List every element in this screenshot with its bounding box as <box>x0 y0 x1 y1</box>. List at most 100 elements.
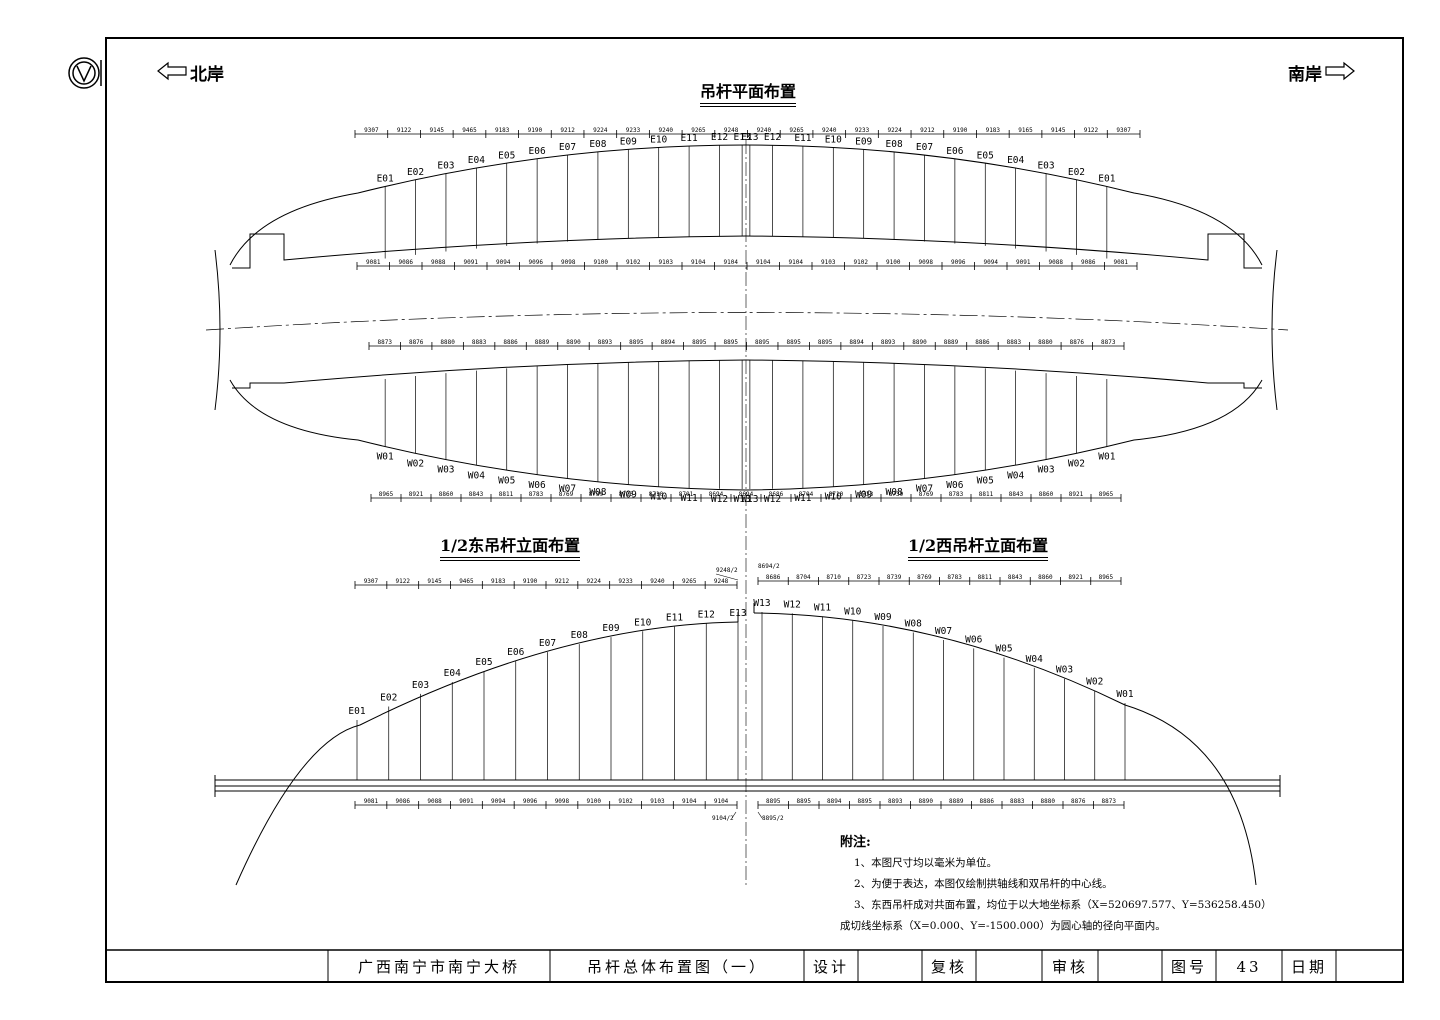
plan-mid-dim-value: 9086 <box>399 259 414 266</box>
hanger-label-east: E03 <box>1037 161 1054 172</box>
plan-top-dim-value: 9212 <box>560 127 575 134</box>
elev-top-w-dim-value: 8860 <box>1038 574 1053 581</box>
hanger-label-west: W07 <box>559 484 576 495</box>
plan-mid-dim-value: 9081 <box>366 259 381 266</box>
hanger-label-east: E12 <box>711 132 728 143</box>
elev-top-w-dim-value: 8921 <box>1068 574 1083 581</box>
elev-bot-e-dim-value: 9088 <box>427 798 442 805</box>
plan-w2-dim-value: 8769 <box>919 491 934 498</box>
hanger-label-west: W11 <box>814 602 831 613</box>
south-shore-label: 南岸 <box>1288 65 1322 85</box>
hanger-label-west: W11 <box>681 493 698 504</box>
hanger-label-west: W09 <box>620 489 637 500</box>
plan-w2-dim-value: 8860 <box>439 491 454 498</box>
hanger-label-west: W05 <box>995 644 1012 655</box>
plan-top-dim-value: 9465 <box>462 127 477 134</box>
plan-w2-dim-value: 8811 <box>979 491 994 498</box>
plan-top-dim-value: 9212 <box>920 127 935 134</box>
east-elevation-title: 1/2东吊杆立面布置 <box>440 532 581 561</box>
hanger-label-west: W02 <box>1086 676 1103 687</box>
elev-top-e-dim-value: 9183 <box>491 578 506 585</box>
plan-mid-dim-value: 9096 <box>529 259 544 266</box>
elev-bot-e-dim-value: 9103 <box>650 798 665 805</box>
elev-bot-w-dim-value: 8886 <box>980 798 995 805</box>
plan-w2-dim-value: 8921 <box>409 491 424 498</box>
hanger-label-east: E03 <box>437 161 454 172</box>
note-item: 2、为便于表达，本图仅绘制拱轴线和双吊杆的中心线。 <box>854 878 1113 890</box>
elev-bot-e-dim-value: 9094 <box>491 798 506 805</box>
elev-top-w-dim-value: 8686 <box>766 574 781 581</box>
design-label: 设计 <box>812 958 849 976</box>
plan-w1-dim-value: 8893 <box>598 339 613 346</box>
plan-top-dim-value: 9165 <box>1018 127 1033 134</box>
plan-top-dim-value: 9248 <box>724 127 739 134</box>
hanger-label-east: E01 <box>348 706 365 717</box>
hanger-label-west: W13 <box>734 494 751 505</box>
hanger-label-west: W02 <box>407 458 424 469</box>
hanger-label-west: W10 <box>650 492 667 503</box>
plan-w1-dim-value: 8876 <box>409 339 424 346</box>
plan-w1-dim-value: 8880 <box>1038 339 1053 346</box>
elev-bot-w-dim-value: 8890 <box>919 798 934 805</box>
plan-w2-dim-value: 8965 <box>1099 491 1114 498</box>
drawing-frame <box>105 37 1404 983</box>
drawing-no-label: 图号 <box>1170 958 1207 976</box>
elev-top-e-dim-value: 9307 <box>364 578 379 585</box>
elev-bot-w-dim-value: 8873 <box>1102 798 1117 805</box>
hanger-label-east: E12 <box>764 132 781 143</box>
plan-mid-dim-value: 9091 <box>1016 259 1031 266</box>
hanger-label-east: E01 <box>1098 174 1115 185</box>
hanger-label-west: W08 <box>589 487 606 498</box>
plan-top-dim-value: 9145 <box>430 127 445 134</box>
elev-top-w-dim-value: 8783 <box>947 574 962 581</box>
plan-w1-dim-value: 8890 <box>566 339 581 346</box>
hanger-label-east: E12 <box>698 609 715 620</box>
hanger-label-west: W06 <box>529 480 546 491</box>
elev-top-w-dim-value: 8843 <box>1008 574 1023 581</box>
plan-w1-dim-value: 8883 <box>1007 339 1022 346</box>
plan-w1-dim-value: 8895 <box>724 339 739 346</box>
plan-w1-dim-value: 8894 <box>661 339 676 346</box>
plan-top-dim-value: 9183 <box>495 127 510 134</box>
hanger-label-east: E04 <box>1007 155 1024 166</box>
plan-mid-dim-value: 9098 <box>561 259 576 266</box>
half-dim-label: 8895/2 <box>762 815 784 822</box>
hanger-label-west: W05 <box>498 475 515 486</box>
hanger-label-west: W12 <box>784 599 801 610</box>
plan-w2-dim-value: 8811 <box>499 491 514 498</box>
hanger-label-west: W07 <box>916 484 933 495</box>
plan-top-dim-value: 9190 <box>528 127 543 134</box>
plan-w1-dim-value: 8876 <box>1070 339 1085 346</box>
plan-w2-dim-value: 8769 <box>559 491 574 498</box>
elev-bot-e-dim-value: 9104 <box>714 798 729 805</box>
plan-top-dim-value: 9183 <box>986 127 1001 134</box>
plan-w1-dim-value: 8883 <box>472 339 487 346</box>
hanger-label-east: E05 <box>498 150 515 161</box>
elev-top-e-dim-value: 9224 <box>587 578 602 585</box>
hanger-label-west: W08 <box>886 487 903 498</box>
hanger-label-east: E01 <box>377 174 394 185</box>
hanger-label-west: W06 <box>946 480 963 491</box>
plan-top-dim-value: 9233 <box>855 127 870 134</box>
hanger-label-west: W09 <box>855 489 872 500</box>
plan-w1-dim-value: 8873 <box>1101 339 1116 346</box>
notes-block: 附注: 1、本图尺寸均以毫米为单位。 2、为便于表达，本图仅绘制拱轴线和双吊杆的… <box>840 832 1272 937</box>
elev-top-w-dim-value: 8710 <box>826 574 841 581</box>
elev-bot-e-dim-value: 9100 <box>587 798 602 805</box>
plan-w2-dim-value: 8701 <box>679 491 694 498</box>
elev-bot-w-dim-value: 8894 <box>827 798 842 805</box>
elev-top-w-dim-value: 8704 <box>796 574 811 581</box>
plan-top-dim-value: 9307 <box>1116 127 1131 134</box>
elev-top-e-dim-value: 9212 <box>555 578 570 585</box>
hanger-label-east: E11 <box>681 133 698 144</box>
elev-bot-e-dim-value: 9104 <box>682 798 697 805</box>
hanger-label-west: W09 <box>874 612 891 623</box>
hanger-label-east: E11 <box>666 613 683 624</box>
plan-mid-dim-value: 9098 <box>919 259 934 266</box>
hanger-label-east: E10 <box>825 134 842 145</box>
elev-top-e-dim-value: 9265 <box>682 578 697 585</box>
plan-w2-dim-value: 8686 <box>769 491 784 498</box>
hanger-label-east: E03 <box>412 680 429 691</box>
elev-bot-w-dim-value: 8883 <box>1010 798 1025 805</box>
plan-w1-dim-value: 8894 <box>849 339 864 346</box>
